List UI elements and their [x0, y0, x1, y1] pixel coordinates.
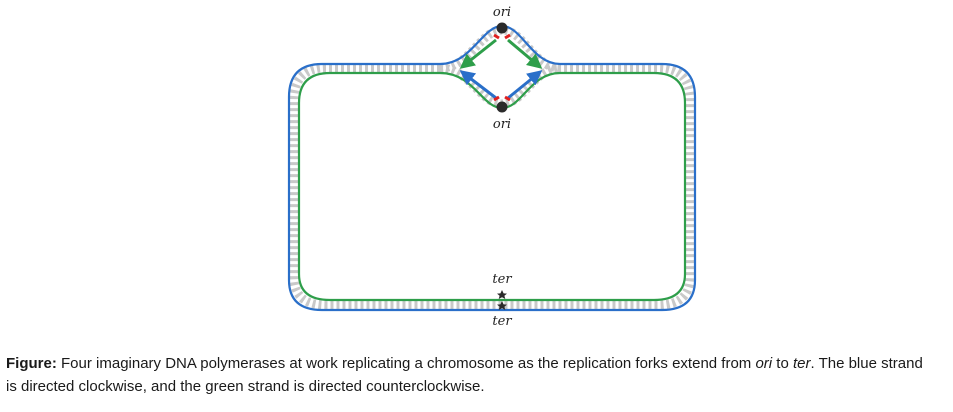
- primer-bottom-right: [504, 95, 511, 102]
- blue-arrow-right: [507, 70, 543, 100]
- caption-ter: ter: [793, 355, 811, 372]
- ter-bottom-label: ter: [492, 314, 512, 329]
- primer-bottom-left: [493, 95, 500, 102]
- primer-top-right: [504, 33, 511, 40]
- ori-top-label: ori: [493, 5, 511, 20]
- green-arrow-left: [459, 38, 497, 69]
- caption-text-1: Four imaginary DNA polymerases at work r…: [56, 355, 756, 372]
- ori-bottom-marker: [496, 101, 508, 113]
- base-pair-rungs: [289, 63, 695, 310]
- fork-rungs: [439, 25, 561, 109]
- green-strand: [297, 71, 687, 302]
- caption-ori: ori: [755, 355, 773, 372]
- ter-bottom-marker: [497, 301, 507, 310]
- caption-text-2: to: [772, 355, 793, 372]
- replication-diagram: ori ori ter ter: [287, 5, 697, 329]
- blue-arrow-left: [459, 70, 497, 100]
- base-pairs: [289, 25, 695, 310]
- ori-top-marker: [496, 22, 508, 34]
- ter-top-label: ter: [492, 272, 512, 287]
- caption-prefix: Figure:: [6, 355, 57, 372]
- caption-text-3: . The blue strand is directed clockwise,…: [6, 355, 923, 395]
- primer-top-left: [493, 33, 500, 40]
- ori-bottom-label: ori: [493, 117, 511, 132]
- green-arrow-right: [507, 38, 543, 69]
- ter-top-marker: [497, 290, 507, 299]
- figure-caption: Figure: Four imaginary DNA polymerases a…: [6, 352, 936, 398]
